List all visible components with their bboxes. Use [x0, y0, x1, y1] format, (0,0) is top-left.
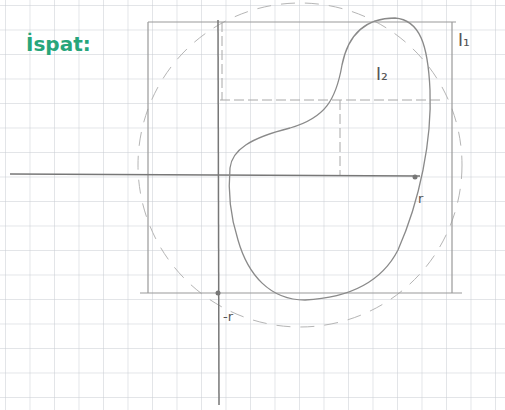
x-axis — [10, 174, 420, 176]
region-label: I₁ — [458, 32, 470, 49]
helper-lines — [220, 22, 440, 175]
region-label: I₂ — [376, 66, 388, 83]
y-axis — [218, 20, 219, 405]
dashed-circle — [138, 3, 462, 327]
axis-value: -r — [223, 310, 233, 323]
region-outline — [229, 18, 430, 300]
axis-value: r — [418, 192, 423, 205]
point-dot — [216, 291, 221, 296]
proof-heading: İspat: — [26, 34, 91, 54]
point-dot — [413, 175, 418, 180]
square-outline — [140, 22, 462, 293]
